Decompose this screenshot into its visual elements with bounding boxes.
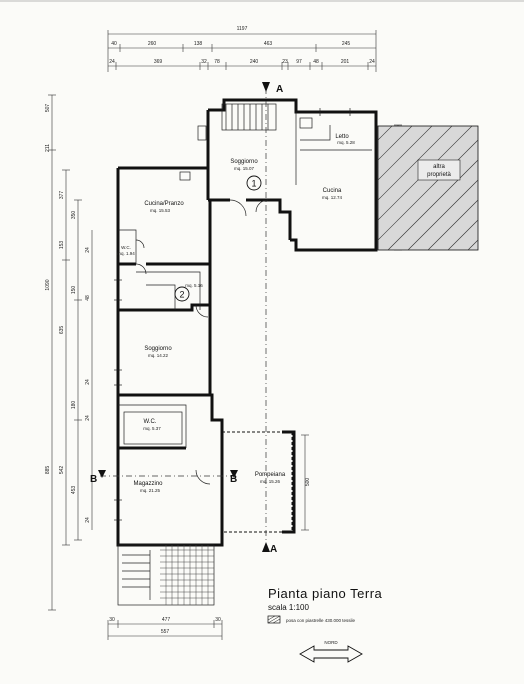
dim-top-r2-0: 24 (109, 59, 115, 65)
dim-left-mid-3: 542 (59, 466, 65, 475)
unit-2-label: 2 (179, 290, 184, 300)
unit-1-label: 1 (251, 179, 256, 189)
dim-left-outer-1: 211 (45, 144, 51, 152)
dim-left-outer-3: 885 (45, 466, 51, 475)
dim-top-r2-7: 48 (313, 59, 319, 65)
section-a-bottom-label: A (270, 544, 277, 555)
dim-left-small-0: 24 (85, 247, 91, 253)
title-block: Pianta piano Terra scala 1:100 posa con … (267, 586, 383, 663)
dim-left-mid-2: 635 (59, 326, 65, 335)
dim-left-small-3: 24 (85, 415, 91, 421)
dim-top-r1-3: 463 (264, 41, 273, 47)
dim-top-r1-1: 260 (148, 41, 157, 47)
room-soggiorno-area: mq. 14.22 (148, 353, 169, 358)
dim-left-mid-1: 153 (59, 241, 65, 250)
room-cucina-name: Cucina (323, 188, 342, 194)
section-b-arrow-left (98, 470, 106, 478)
room-labels: Soggiorno mq. 15.07 Letto mq. 5.28 Cucin… (117, 134, 355, 493)
walls (114, 98, 378, 606)
plan-scale: scala 1:100 (268, 603, 309, 612)
dim-top-r2-5: 23 (282, 59, 288, 65)
section-a-top-label: A (276, 84, 283, 95)
dim-top-r1-4: 245 (342, 41, 351, 47)
section-b-arrow-right (230, 470, 238, 478)
room-cucina-area: mq. 12.74 (322, 195, 343, 200)
room-pompeiana-name: Pompeiana (255, 472, 286, 478)
altra-proprieta-area: altra proprietà (377, 125, 479, 251)
dim-bottom-0: 30 (109, 617, 115, 623)
room-soggiorno-top-name: Soggiorno (230, 159, 258, 165)
room-wc-upper-area: mq. 1.94 (117, 251, 135, 256)
room-disimpegno-area: mq. 5.16 (185, 283, 203, 288)
north-arrow-icon (299, 645, 363, 663)
bottom-dimensions: 30 477 30 557 (107, 617, 223, 640)
dim-top-r2-3: 78 (214, 59, 220, 65)
dim-bottom-2: 30 (215, 617, 221, 623)
north-label: NORD (324, 640, 338, 645)
room-pompeiana-area: mq. 15.26 (260, 479, 281, 484)
dim-bottom-total: 557 (161, 629, 170, 635)
dim-top-r2-9: 24 (369, 59, 375, 65)
altra-label-2: proprietà (427, 172, 451, 178)
dim-left-small-2: 24 (85, 379, 91, 385)
room-wc-upper-name: W.C. (121, 245, 131, 250)
room-cucina-pranzo-area: mq. 15.53 (150, 208, 171, 213)
room-soggiorno-top-area: mq. 15.07 (234, 166, 255, 171)
dim-left-outer-2: 1090 (45, 279, 51, 290)
room-soggiorno-name: Soggiorno (144, 346, 172, 352)
unit-1-circle (246, 175, 262, 191)
room-letto-area: mq. 5.28 (337, 140, 355, 145)
legend-text: posa con piastrelle 430.000 tessile (286, 618, 356, 623)
dim-top-r2-2: 32 (201, 59, 207, 65)
dim-top-r2-1: 369 (154, 59, 163, 65)
section-lines: A A B B (90, 82, 283, 555)
dim-top-r2-4: 240 (250, 59, 259, 65)
unit-markers: 1 2 (174, 175, 262, 302)
section-a-arrow-top (262, 82, 270, 92)
dim-top-total: 1197 (237, 26, 248, 32)
plan-title: Pianta piano Terra (268, 586, 383, 601)
room-cucina-pranzo-name: Cucina/Pranzo (144, 201, 184, 207)
dim-left-inner-2: 180 (71, 401, 77, 410)
section-b-left-label: B (90, 474, 97, 485)
dim-top-r1-0: 40 (111, 41, 117, 47)
room-magazzino-area: mq. 21.25 (140, 488, 161, 493)
dim-top-r1-2: 138 (194, 41, 203, 47)
unit-2-circle (174, 286, 190, 302)
dim-left-inner-3: 453 (71, 486, 77, 495)
dim-top-r2-8: 201 (341, 59, 350, 65)
top-dimensions: 1197 40 260 138 463 245 24 369 32 78 240… (107, 26, 377, 72)
dim-left-small-4: 24 (85, 517, 91, 523)
left-dimensions: 507 211 1090 885 377 153 635 542 350 150… (45, 94, 93, 611)
altra-label-1: altra (433, 164, 445, 170)
legend-swatch (267, 615, 281, 624)
dim-right-sun: 500 (305, 478, 311, 487)
section-b-right-label: B (230, 474, 237, 485)
room-letto-name: Letto (335, 134, 349, 140)
dim-left-inner-1: 150 (71, 286, 77, 295)
dim-bottom-1: 477 (162, 617, 171, 623)
room-wc-lower-name: W.C. (144, 419, 157, 425)
room-wc-lower-area: mq. 5.37 (143, 426, 161, 431)
dim-top-r2-6: 97 (296, 59, 302, 65)
dim-left-inner-0: 350 (71, 211, 77, 220)
dim-left-mid-0: 377 (59, 191, 65, 200)
dim-left-outer-0: 507 (45, 104, 51, 113)
room-magazzino-name: Magazzino (133, 481, 163, 487)
dim-left-small-1: 48 (85, 295, 91, 301)
section-a-arrow-bottom (262, 542, 270, 552)
